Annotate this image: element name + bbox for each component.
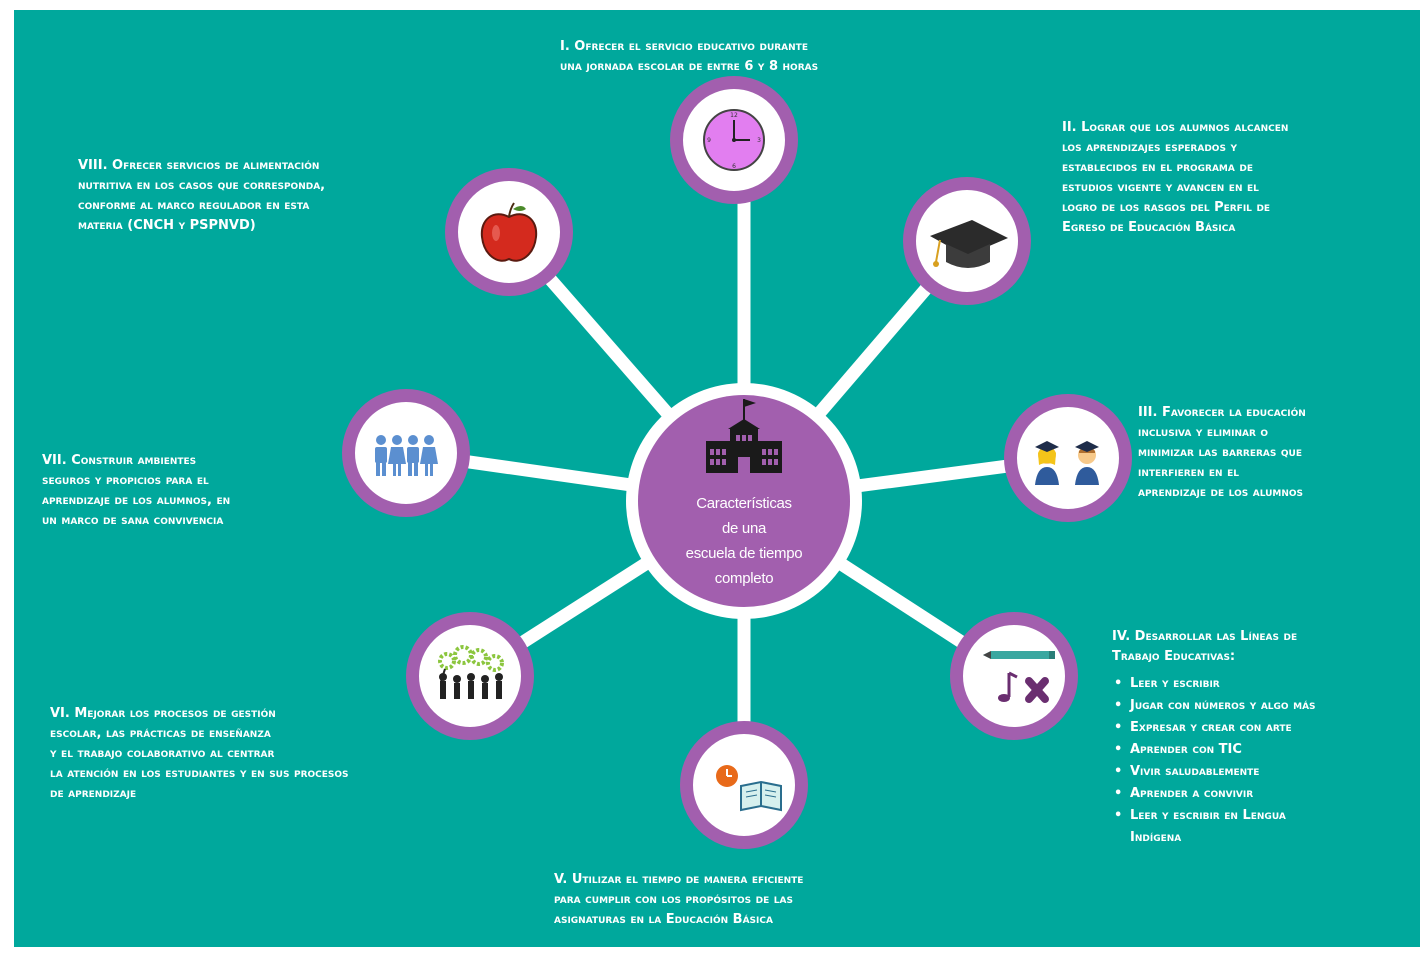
list-item: Jugar con números y algo más [1112, 695, 1412, 717]
node-item-2 [903, 177, 1031, 305]
label-item-6: VI. Mejorar los procesos de gestión esco… [50, 706, 349, 801]
svg-text:6: 6 [732, 163, 736, 170]
hub-circle: Características de una escuela de tiempo… [638, 395, 850, 607]
label-item-5: V. Utilizar el tiempo de manera eficient… [554, 872, 804, 927]
label-item-7: VII. Construir ambientes seguros y propi… [42, 453, 231, 528]
work-lines-list: Leer y escribir Jugar con números y algo… [1112, 673, 1412, 849]
label-item-1: I. Ofrecer el servicio educativo durante… [560, 39, 819, 74]
apple-icon [480, 202, 538, 262]
list-item: Expresar y crear con arte [1112, 717, 1412, 739]
svg-text:3: 3 [757, 137, 761, 144]
node-item-7 [342, 389, 470, 517]
node-item-3 [1004, 394, 1132, 522]
node-item-1: 12 3 6 9 [670, 76, 798, 204]
node-item-5 [680, 721, 808, 849]
list-item: Aprender con TIC [1112, 739, 1412, 761]
people-icon [375, 435, 438, 476]
svg-text:9: 9 [707, 137, 711, 144]
school-building-icon [706, 399, 782, 473]
label-item-3: III. Favorecer la educación inclusiva y … [1138, 405, 1306, 500]
pencil-music-note-icon [983, 651, 1055, 703]
teamwork-gears-icon [438, 645, 504, 699]
list-item: Leer y escribir en Lengua Indígena [1112, 805, 1412, 849]
label-item-2: II. Lograr que los alumnos alcancen los … [1062, 120, 1289, 235]
label-item-4-block: IV. Desarrollar las Líneas de Trabajo Ed… [1112, 627, 1412, 849]
list-item: Aprender a convivir [1112, 783, 1412, 805]
node-item-6 [406, 612, 534, 740]
label-item-8: VIII. Ofrecer servicios de alimentación … [78, 158, 326, 233]
list-item: Vivir saludablemente [1112, 761, 1412, 783]
central-hub: Características de una escuela de tiempo… [626, 383, 862, 619]
diagram-board: 12 3 6 9 [14, 10, 1420, 947]
svg-text:12: 12 [730, 112, 738, 119]
clock-icon: 12 3 6 9 [703, 109, 765, 171]
hub-title: Características de una escuela de tiempo… [685, 495, 803, 587]
node-item-4 [950, 612, 1078, 740]
label-item-4: IV. Desarrollar las Líneas de Trabajo Ed… [1112, 629, 1298, 664]
clock-book-icon [716, 765, 782, 812]
list-item: Leer y escribir [1112, 673, 1412, 695]
graduates-icon [1035, 441, 1099, 485]
node-item-8 [445, 168, 573, 296]
graduation-cap-icon [930, 220, 1008, 268]
